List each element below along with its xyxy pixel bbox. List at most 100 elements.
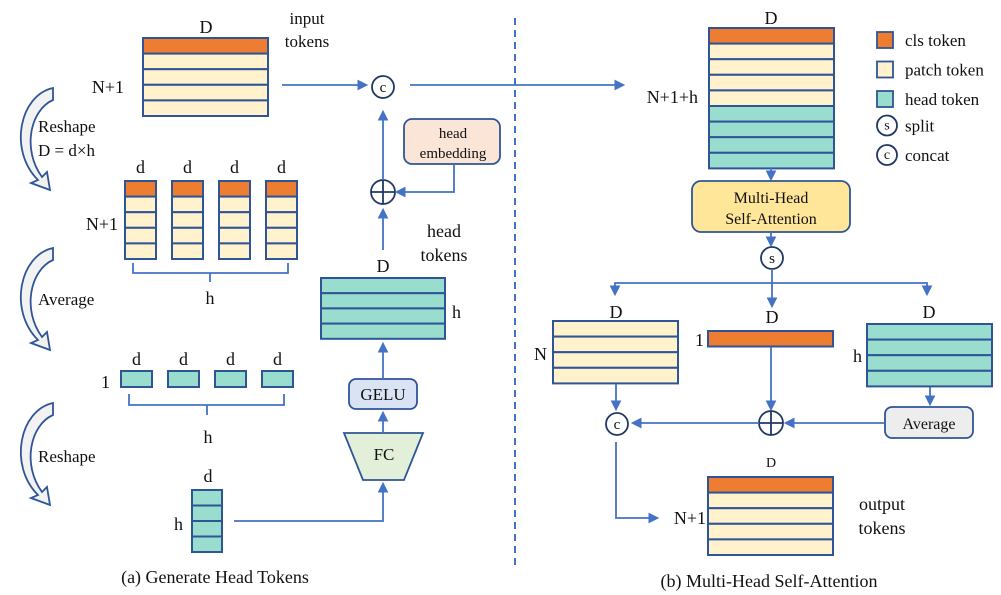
output-token-cls-row	[707, 476, 834, 494]
output-token-patch-row	[707, 491, 834, 510]
split-block-width-label: d	[230, 157, 239, 177]
input-token-patch-row	[142, 68, 269, 86]
cls-branch-width-label: D	[766, 307, 779, 327]
head-token-head-row	[320, 322, 446, 340]
cls-branch-token-cls-row	[707, 330, 834, 348]
combined-token-head-row	[708, 151, 835, 170]
split-token-patch-row	[265, 211, 298, 229]
averaged-block-width-label: d	[179, 349, 188, 369]
combined-token-head-row	[708, 120, 835, 139]
average-label: Average	[38, 290, 94, 309]
input-tokens-label-line2: tokens	[285, 32, 329, 51]
combined-token-head-row	[708, 105, 835, 123]
combined-height-label: N+1+h	[647, 87, 698, 107]
split-token-patch-row	[171, 242, 204, 260]
split-token-cls-row	[171, 180, 204, 198]
reshaped-token-head-row	[191, 520, 223, 538]
legend-label: patch token	[905, 61, 984, 80]
head-branch-height-label: h	[853, 346, 862, 366]
combined-token-head-row	[708, 136, 835, 154]
legend-item: cls token	[876, 31, 966, 50]
input-token-cls-row	[142, 37, 269, 55]
averaged-token-head-row	[214, 370, 247, 388]
fc-layer	[342, 432, 425, 481]
head-embedding	[403, 118, 501, 165]
combined-token-patch-row	[708, 89, 835, 108]
averaged-token-head-row	[261, 370, 294, 388]
panel-a-caption: (a) Generate Head Tokens	[121, 567, 309, 588]
legend-label: cls token	[905, 31, 966, 50]
reshape2-arrow-icon	[19, 401, 54, 507]
output-token-patch-row	[707, 522, 834, 541]
patch-branch-token-patch-row	[552, 351, 679, 369]
reshape-label: Reshape	[38, 117, 96, 136]
split-blocks	[124, 180, 298, 260]
output-tokens-label-line2: tokens	[859, 518, 906, 538]
split-token-patch-row	[171, 195, 204, 214]
split-token-patch-row	[124, 195, 157, 214]
split-brace-label: h	[206, 288, 215, 308]
combined-token-cls-row	[708, 27, 835, 45]
legend-label: concat	[905, 146, 950, 165]
head-branch-width-label: D	[923, 302, 936, 322]
legend-concat-icon	[876, 144, 898, 166]
output-tokens-label: output	[859, 494, 905, 514]
input-tokens-height-label: N+1	[92, 77, 124, 97]
averaged-token-head-row	[167, 370, 200, 388]
concat-op-icon: c	[605, 412, 629, 436]
split-token-patch-row	[124, 226, 157, 245]
averaged-blocks	[120, 370, 294, 388]
averaged-block-width-label: d	[132, 349, 141, 369]
reshaped-token-head-row	[191, 489, 223, 507]
output-token-patch-row	[707, 507, 834, 525]
legend-label: head token	[905, 90, 980, 109]
fc-label: FC	[374, 445, 395, 464]
head-tokens-label: head	[427, 221, 461, 241]
svg-text:s: s	[769, 251, 775, 267]
split-token-patch-row	[218, 211, 251, 229]
averaged-brace-label: h	[204, 427, 213, 447]
legend-swatch	[876, 60, 894, 79]
panel-b-caption: (b) Multi-Head Self-Attention	[661, 571, 878, 592]
averaged-height-label: 1	[101, 372, 110, 392]
split-token-patch-row	[124, 211, 157, 229]
reshape2-label: Reshape	[38, 447, 96, 466]
head-branch-token-head-row	[866, 323, 993, 341]
split-token-cls-row	[218, 180, 251, 198]
head-branch-block	[866, 323, 993, 388]
output-tokens-block	[707, 476, 834, 557]
reshaped-head-block	[191, 489, 223, 553]
head-branch-token-head-row	[866, 354, 993, 372]
averaged-block-width-label: d	[273, 349, 282, 369]
svg-text:c: c	[614, 417, 621, 433]
patch-branch-block	[552, 320, 679, 385]
average-arrow-icon	[19, 246, 54, 352]
split-token-patch-row	[218, 242, 251, 260]
combined-width-label: D	[765, 8, 778, 28]
input-tokens-block	[142, 37, 269, 118]
split-block-width-label: d	[277, 157, 286, 177]
split-token-patch-row	[218, 226, 251, 245]
legend-symbol: c	[884, 148, 890, 163]
reshaped-to-fc-connector	[234, 481, 389, 522]
reshaped-width-label: d	[204, 466, 213, 486]
split-block-width-label: d	[183, 157, 192, 177]
head-tokens-block	[320, 277, 446, 340]
head-token-head-row	[320, 277, 446, 295]
split-token-patch-row	[265, 195, 298, 214]
split-branches	[614, 282, 928, 293]
input-tokens-label: input	[290, 9, 325, 28]
split-block-width-label: d	[136, 157, 145, 177]
head-branch-token-head-row	[866, 369, 993, 388]
concat-op-icon: c	[371, 75, 395, 99]
averaged-brace	[128, 394, 285, 415]
mhsa-label-line2: Self-Attention	[725, 211, 817, 228]
split-token-patch-row	[265, 226, 298, 245]
mhsa-label: Multi-Head	[734, 190, 809, 207]
split-token-patch-row	[171, 226, 204, 245]
patch-branch-token-patch-row	[552, 366, 679, 385]
legend-swatch	[876, 31, 894, 49]
